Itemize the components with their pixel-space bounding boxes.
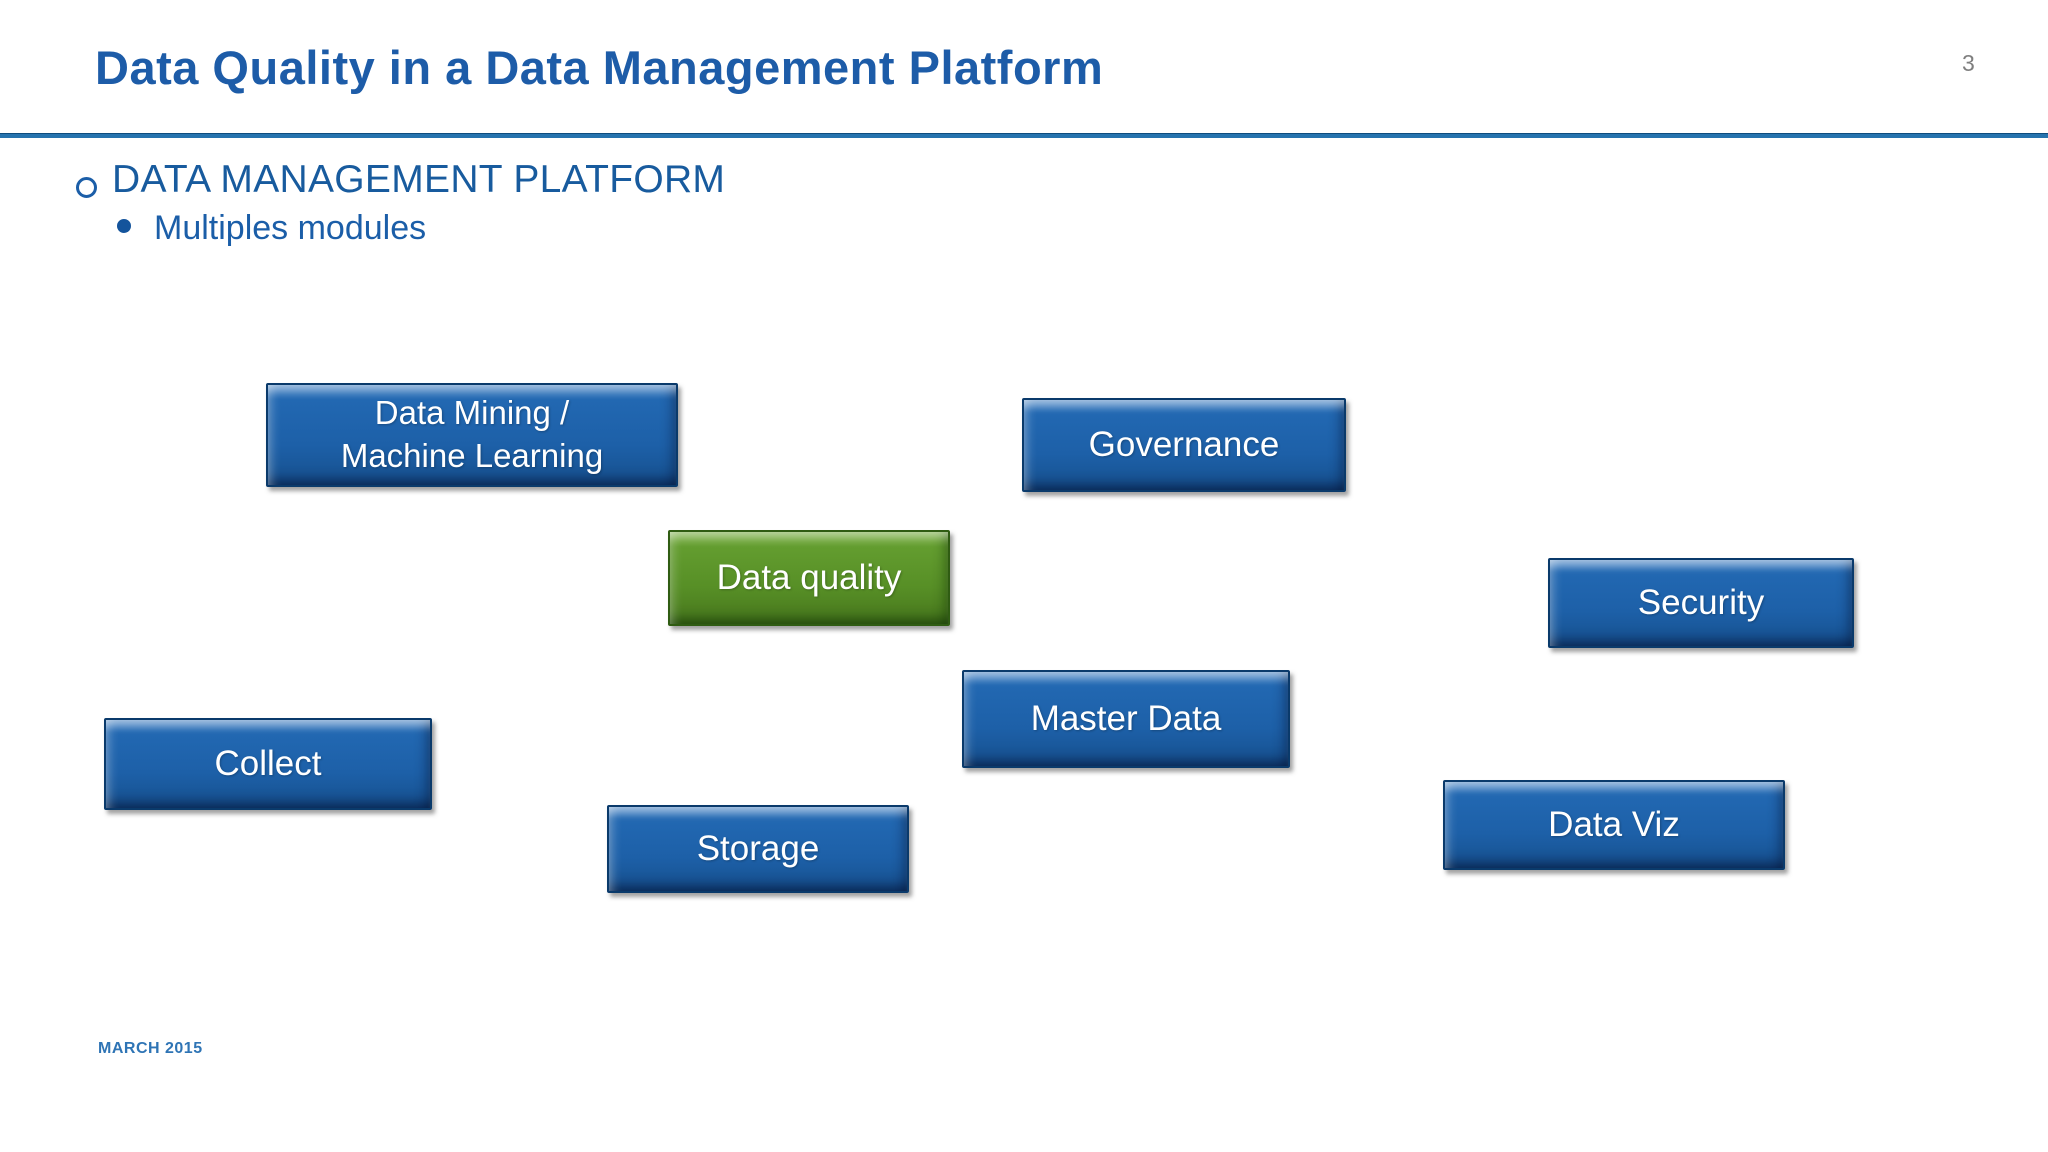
- module-label: Storage: [696, 829, 820, 869]
- module-box-governance: Governance: [1022, 398, 1346, 492]
- module-box-master-data: Master Data: [962, 670, 1290, 768]
- bullet-heading: DATA MANAGEMENT PLATFORM: [112, 158, 726, 201]
- module-box-data-viz: Data Viz: [1443, 780, 1785, 870]
- module-box-data-quality: Data quality: [668, 530, 950, 626]
- hollow-circle-bullet-icon: [76, 177, 97, 198]
- title-divider-line: [0, 133, 2048, 138]
- module-box-storage: Storage: [607, 805, 909, 893]
- slide-footer-date: MARCH 2015: [98, 1040, 203, 1057]
- module-label: Collect: [214, 744, 322, 784]
- slide-title: Data Quality in a Data Management Platfo…: [95, 41, 1104, 94]
- module-label: Master Data: [1030, 699, 1222, 739]
- module-box-data-mining-machine-learning: Data Mining / Machine Learning: [266, 383, 678, 487]
- module-label: Data Viz: [1548, 805, 1680, 845]
- page-number: 3: [1962, 50, 1975, 76]
- module-label: Data Mining / Machine Learning: [340, 394, 604, 474]
- module-label: Security: [1637, 583, 1765, 623]
- filled-circle-bullet-icon: [117, 219, 131, 233]
- module-box-collect: Collect: [104, 718, 432, 810]
- module-label: Data quality: [716, 558, 902, 598]
- bullet-subheading: Multiples modules: [154, 209, 427, 247]
- module-label: Governance: [1088, 425, 1280, 465]
- module-box-security: Security: [1548, 558, 1854, 648]
